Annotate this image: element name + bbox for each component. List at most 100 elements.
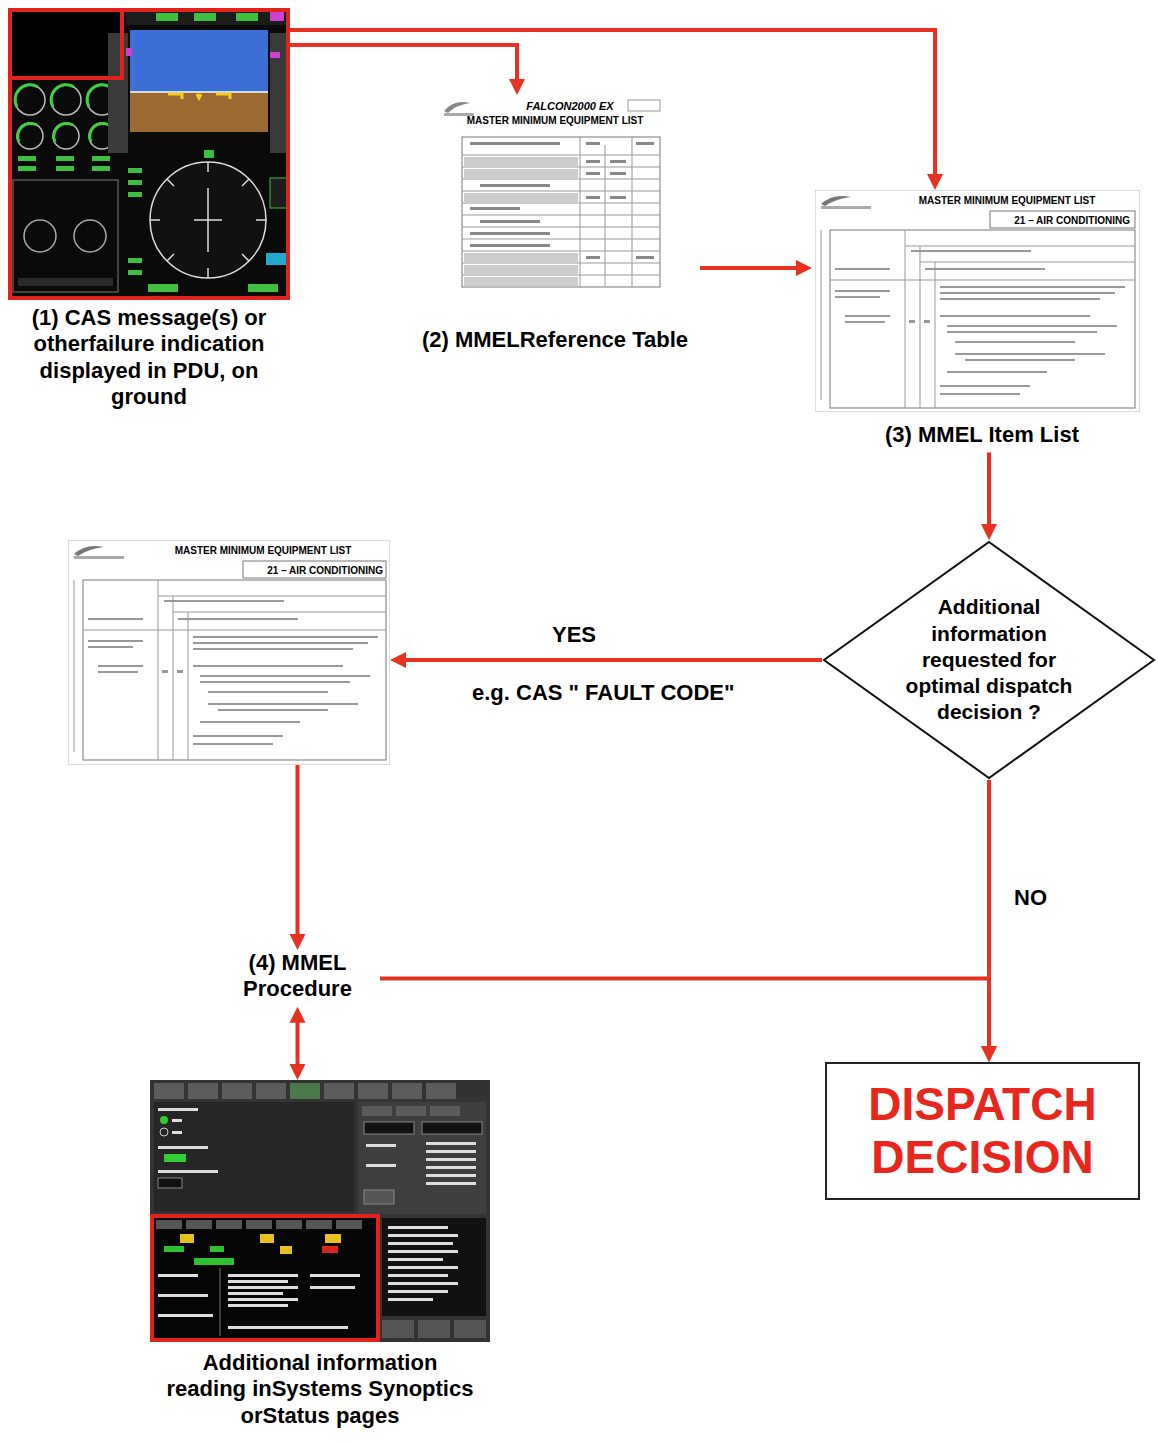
cockpit-display-part: [18, 156, 142, 275]
arrowhead: [290, 1007, 306, 1023]
synoptic-display-part: [276, 1220, 302, 1229]
document-page-part: [940, 286, 1125, 288]
synoptic-display-part: [158, 1108, 198, 1111]
synoptic-display-part: [152, 1216, 378, 1340]
synoptic-display-part: [260, 1234, 274, 1243]
cockpit-display-part: [270, 178, 288, 208]
document-page-part: [470, 207, 520, 210]
edge-label: YES: [548, 622, 600, 648]
cockpit-display-part: [167, 179, 174, 186]
connector-line: [987, 452, 991, 527]
synoptic-display-part: [158, 1274, 198, 1277]
document-page-part: [193, 636, 378, 638]
cockpit-display-part: [18, 156, 36, 161]
arrowhead: [927, 174, 943, 190]
cockpit-display-part: [128, 270, 142, 275]
cockpit-display-part: [18, 278, 113, 286]
document-page-part: [924, 320, 930, 323]
document-page-part: [462, 215, 660, 216]
document-page-part: [909, 320, 915, 323]
document-page-part: [74, 546, 104, 556]
connector: [700, 260, 812, 276]
synoptic-display-part: [426, 1166, 476, 1169]
document-page-part: [815, 190, 1140, 412]
cockpit-display-part: [150, 162, 266, 278]
arrowhead: [796, 260, 812, 276]
document-page-part: [462, 179, 660, 180]
document-page-part: [88, 600, 378, 745]
edge-label: NO: [1010, 885, 1051, 911]
document-page-part: [905, 230, 906, 408]
document-page-part: [470, 244, 550, 247]
cockpit-display-part: [92, 156, 110, 161]
synoptic-display-part: [164, 1154, 186, 1162]
document-page-part: [173, 596, 174, 760]
document-page-part: [965, 359, 1075, 361]
document-page-part: [68, 540, 390, 765]
connector-line: [296, 1020, 300, 1067]
cockpit-display-part: [51, 85, 74, 107]
arrowhead: [290, 1064, 306, 1080]
connector: [290, 45, 525, 95]
document-page-part: [925, 268, 1045, 270]
arrowhead: [981, 524, 997, 540]
synoptic-display-part: [325, 1234, 341, 1243]
synoptic-display-part: [158, 1108, 218, 1173]
synoptic-display-part: [388, 1250, 458, 1253]
synoptic-display-part: [388, 1274, 448, 1277]
document-page-part: [178, 618, 298, 620]
caption: (3) MMEL Item List: [812, 422, 1152, 448]
document-page-part: [940, 292, 1115, 294]
document-page-part: [177, 670, 183, 673]
cockpit-display-part: [236, 13, 258, 21]
document-header: MASTER MINIMUM EQUIPMENT LIST: [450, 115, 660, 127]
synoptic-display-part: [152, 1216, 378, 1340]
document-page-part: [462, 203, 660, 204]
document-header: MASTER MINIMUM EQUIPMENT LIST: [892, 195, 1122, 207]
document-page-part: [610, 160, 626, 163]
arrowhead: [981, 1046, 997, 1062]
document-page-part: [835, 290, 890, 292]
cockpit-display-part: [92, 166, 110, 171]
synoptic-display-part: [222, 1083, 252, 1099]
document-page-part: [193, 735, 283, 737]
cockpit-display-part: [74, 220, 106, 252]
procedure-page-node: MASTER MINIMUM EQUIPMENT LIST21 – AIR CO…: [68, 540, 390, 765]
document-page-part: [158, 580, 159, 760]
synoptic-display-part: [246, 1220, 272, 1229]
document-page-part: [470, 232, 550, 235]
synoptic-display-part: [228, 1274, 298, 1277]
synoptic-display-part: [194, 1258, 234, 1265]
synoptic-display-part: [392, 1083, 422, 1099]
synoptic-display-part: [364, 1122, 414, 1134]
synoptic-display-part: [388, 1290, 448, 1293]
document-page-part: [610, 196, 626, 199]
document-page-part: [935, 262, 936, 408]
cockpit-display-part: [266, 253, 288, 265]
document-page-part: [586, 160, 600, 163]
document-page-part: [462, 137, 660, 287]
synoptic-display-part: [324, 1083, 354, 1099]
synoptic-display-part: [158, 1170, 218, 1173]
synoptic-display-part: [388, 1226, 448, 1229]
arrowhead: [509, 79, 525, 95]
synoptic-display-part: [322, 1246, 338, 1253]
document-page-part: [193, 642, 368, 644]
cockpit-display-part: [270, 33, 288, 153]
synoptic-display-part: [256, 1083, 286, 1099]
cockpit-display-part: [18, 123, 37, 142]
cockpit-display-part: [150, 162, 266, 278]
synoptic-display-part: [426, 1182, 476, 1185]
document-page-part: [462, 227, 660, 228]
cockpit-display-part: [248, 284, 278, 292]
cockpit-display-part: [15, 85, 38, 107]
document-page-part: [911, 250, 1031, 252]
document-page-part: [444, 102, 470, 113]
cockpit-display-part: [207, 268, 209, 278]
cockpit-display-part: [10, 10, 122, 78]
cockpit-display-part: [207, 162, 209, 172]
document-page-part: [83, 630, 386, 631]
arrowhead: [290, 934, 306, 950]
cockpit-display-part: [270, 52, 280, 58]
